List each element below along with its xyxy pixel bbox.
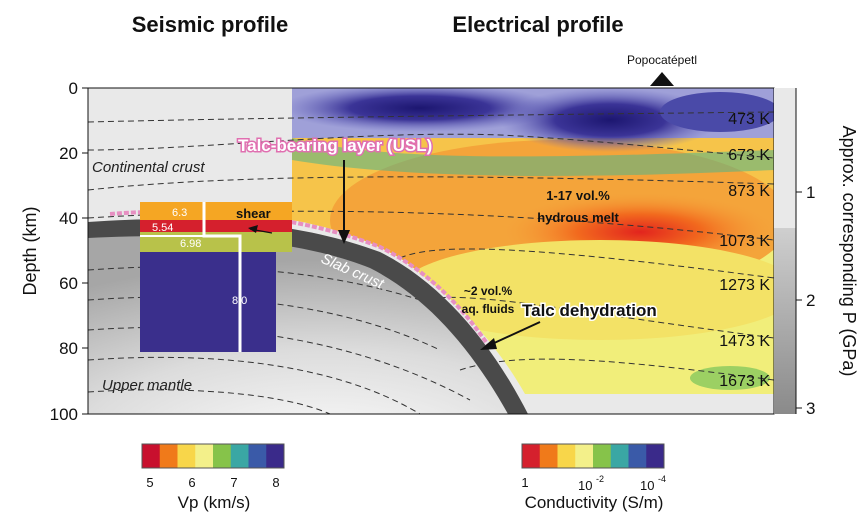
pressure-tick-label: 2 <box>806 291 815 310</box>
conductivity-tick-label: -4 <box>658 474 666 484</box>
hydrous-melt-label: hydrous melt <box>537 210 619 225</box>
isotherm-label: 473 K <box>728 111 770 128</box>
pressure-tick-label: 1 <box>806 183 815 202</box>
depth-tick-label: 80 <box>59 339 78 358</box>
hydrous-melt-label: 1-17 vol.% <box>546 188 610 203</box>
vp-colorbar-label: Vp (km/s) <box>178 493 251 512</box>
isotherm-label: 1473 K <box>719 333 770 350</box>
shear-label: shear <box>236 206 271 221</box>
talc-dehydration-label: Talc dehydration <box>522 301 657 320</box>
depth-tick-label: 40 <box>59 209 78 228</box>
vp-colorbar-swatch <box>248 444 267 468</box>
depth-axis: 0 20 40 60 80 100 Depth (km) <box>20 79 89 424</box>
conductivity-tick-label: -2 <box>596 474 604 484</box>
cross-section <box>88 88 774 414</box>
vp-tick-label: 5 <box>146 475 153 490</box>
conductivity-colorbar: 1 10 -2 10 -4 Conductivity (S/m) <box>521 443 666 512</box>
isotherm-label: 1673 K <box>719 373 770 390</box>
depth-tick-label: 60 <box>59 274 78 293</box>
depth-tick-label: 100 <box>50 405 78 424</box>
volcano-icon <box>650 72 674 86</box>
conductivity-colorbar-swatches <box>522 444 665 468</box>
conductivity-colorbar-swatch <box>522 444 541 468</box>
volcano-label: Popocatépetl <box>627 53 697 67</box>
upper-mantle-label: Upper mantle <box>102 377 192 394</box>
talc-layer-label: Talc-bearing layer (USL) <box>238 136 432 155</box>
continental-crust-label: Continental crust <box>92 159 205 176</box>
pressure-axis-label: Approx. corresponding P (GPa) <box>839 126 859 377</box>
vp-tick-label: 6 <box>188 475 195 490</box>
conductivity-colorbar-swatch <box>557 444 576 468</box>
aq-fluids-label: aq. fluids <box>462 302 515 316</box>
conductivity-colorbar-swatch <box>575 444 594 468</box>
pressure-strip-lower <box>774 228 796 414</box>
pressure-strip-upper <box>774 88 796 228</box>
vp-colorbar-swatches <box>142 444 285 468</box>
conductivity-colorbar-swatch <box>646 444 665 468</box>
isotherm-label: 873 K <box>728 183 770 200</box>
vp-colorbar-swatch <box>142 444 161 468</box>
velocity-value: 5.54 <box>152 222 173 234</box>
depth-axis-label: Depth (km) <box>20 206 40 295</box>
conductivity-colorbar-label: Conductivity (S/m) <box>525 493 664 512</box>
talc-dehydration-arrow <box>491 321 541 345</box>
isotherm-label: 673 K <box>728 147 770 164</box>
conductivity-tick-label: 10 <box>578 478 592 493</box>
conductivity-tick-label: 1 <box>521 475 528 490</box>
talc-layer-trace <box>109 209 492 350</box>
slab-crust <box>88 219 528 414</box>
velocity-values: 6.3 5.54 6.98 8.0 <box>152 207 247 307</box>
velocity-value: 6.3 <box>172 207 187 219</box>
seismic-profile-title: Seismic profile <box>132 12 289 37</box>
pressure-tick-label: 3 <box>806 399 815 418</box>
depth-tick-label: 20 <box>59 144 78 163</box>
vp-colorbar-swatch <box>159 444 178 468</box>
conductivity-colorbar-swatch <box>539 444 558 468</box>
vp-colorbar-swatch <box>266 444 285 468</box>
talc-layer-arrowhead <box>338 230 350 244</box>
depth-tick-label: 0 <box>69 79 78 98</box>
vp-tick-label: 7 <box>230 475 237 490</box>
vp-colorbar: 5 6 7 8 Vp (km/s) <box>141 443 285 512</box>
vp-colorbar-swatch <box>230 444 249 468</box>
vp-tick-label: 8 <box>272 475 279 490</box>
vp-colorbar-swatch <box>195 444 214 468</box>
aq-fluids-label: ~2 vol.% <box>464 284 513 298</box>
isotherm-labels: 473 K 673 K 873 K 1073 K 1273 K 1473 K 1… <box>719 111 770 390</box>
conductivity-colorbar-swatch <box>610 444 629 468</box>
electrical-profile-title: Electrical profile <box>452 12 623 37</box>
talc-dehydration-arrowhead <box>480 338 497 350</box>
isotherm-label: 1073 K <box>719 233 770 250</box>
conductivity-tick-label: 10 <box>640 478 654 493</box>
conductivity-colorbar-swatch <box>628 444 647 468</box>
velocity-value: 8.0 <box>232 295 247 307</box>
vp-colorbar-swatch <box>177 444 196 468</box>
isotherm-label: 1273 K <box>719 277 770 294</box>
vp-colorbar-swatch <box>213 444 232 468</box>
conductivity-colorbar-swatch <box>593 444 612 468</box>
velocity-value: 6.98 <box>180 238 201 250</box>
pressure-axis: 1 2 3 Approx. corresponding P (GPa) <box>796 126 859 418</box>
velocity-model <box>140 202 292 352</box>
